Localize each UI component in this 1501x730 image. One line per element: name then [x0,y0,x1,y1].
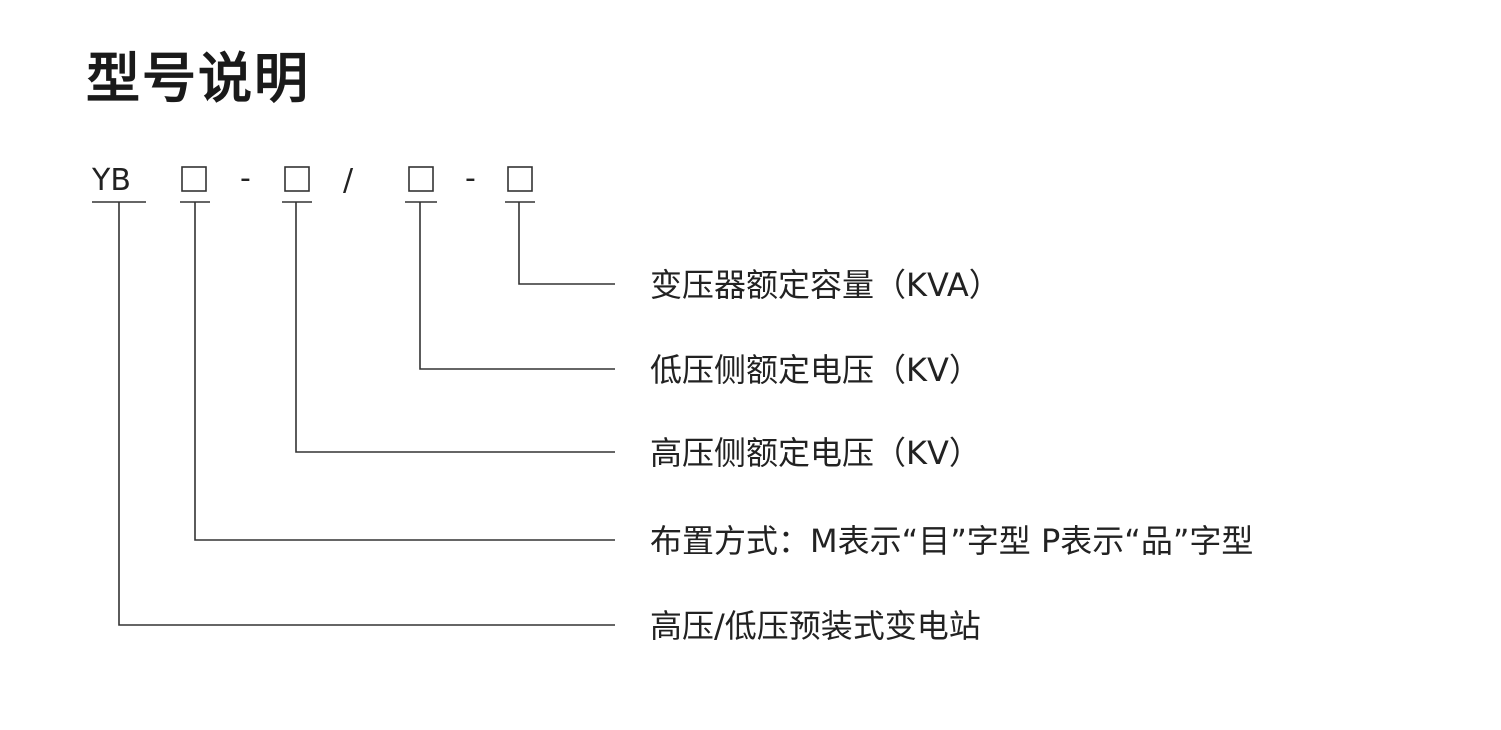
separator-dash-1: - [240,161,251,196]
separator-slash: / [343,163,354,198]
code-slot-3 [408,166,434,192]
code-slot-1 [181,166,207,192]
connector-lv-voltage [419,202,615,370]
desc-hv-rated-voltage: 高压侧额定电压（KV） [650,434,981,472]
model-prefix: YB [91,163,131,198]
separator-dash-2: - [465,161,476,196]
desc-layout-type: 布置方式：M表示“目”字型 P表示“品”字型 [650,522,1253,560]
page-title: 型号说明 [86,47,310,110]
desc-rated-capacity: 变压器额定容量（KVA） [650,266,1001,304]
desc-substation-type: 高压/低压预装式变电站 [650,607,981,645]
connector-substation [118,202,615,626]
desc-lv-rated-voltage: 低压侧额定电压（KV） [650,351,981,389]
connector-capacity [518,202,615,285]
connector-layout [194,202,615,541]
code-slot-4 [507,166,533,192]
connector-hv-voltage [295,202,615,453]
code-slot-2 [284,166,310,192]
